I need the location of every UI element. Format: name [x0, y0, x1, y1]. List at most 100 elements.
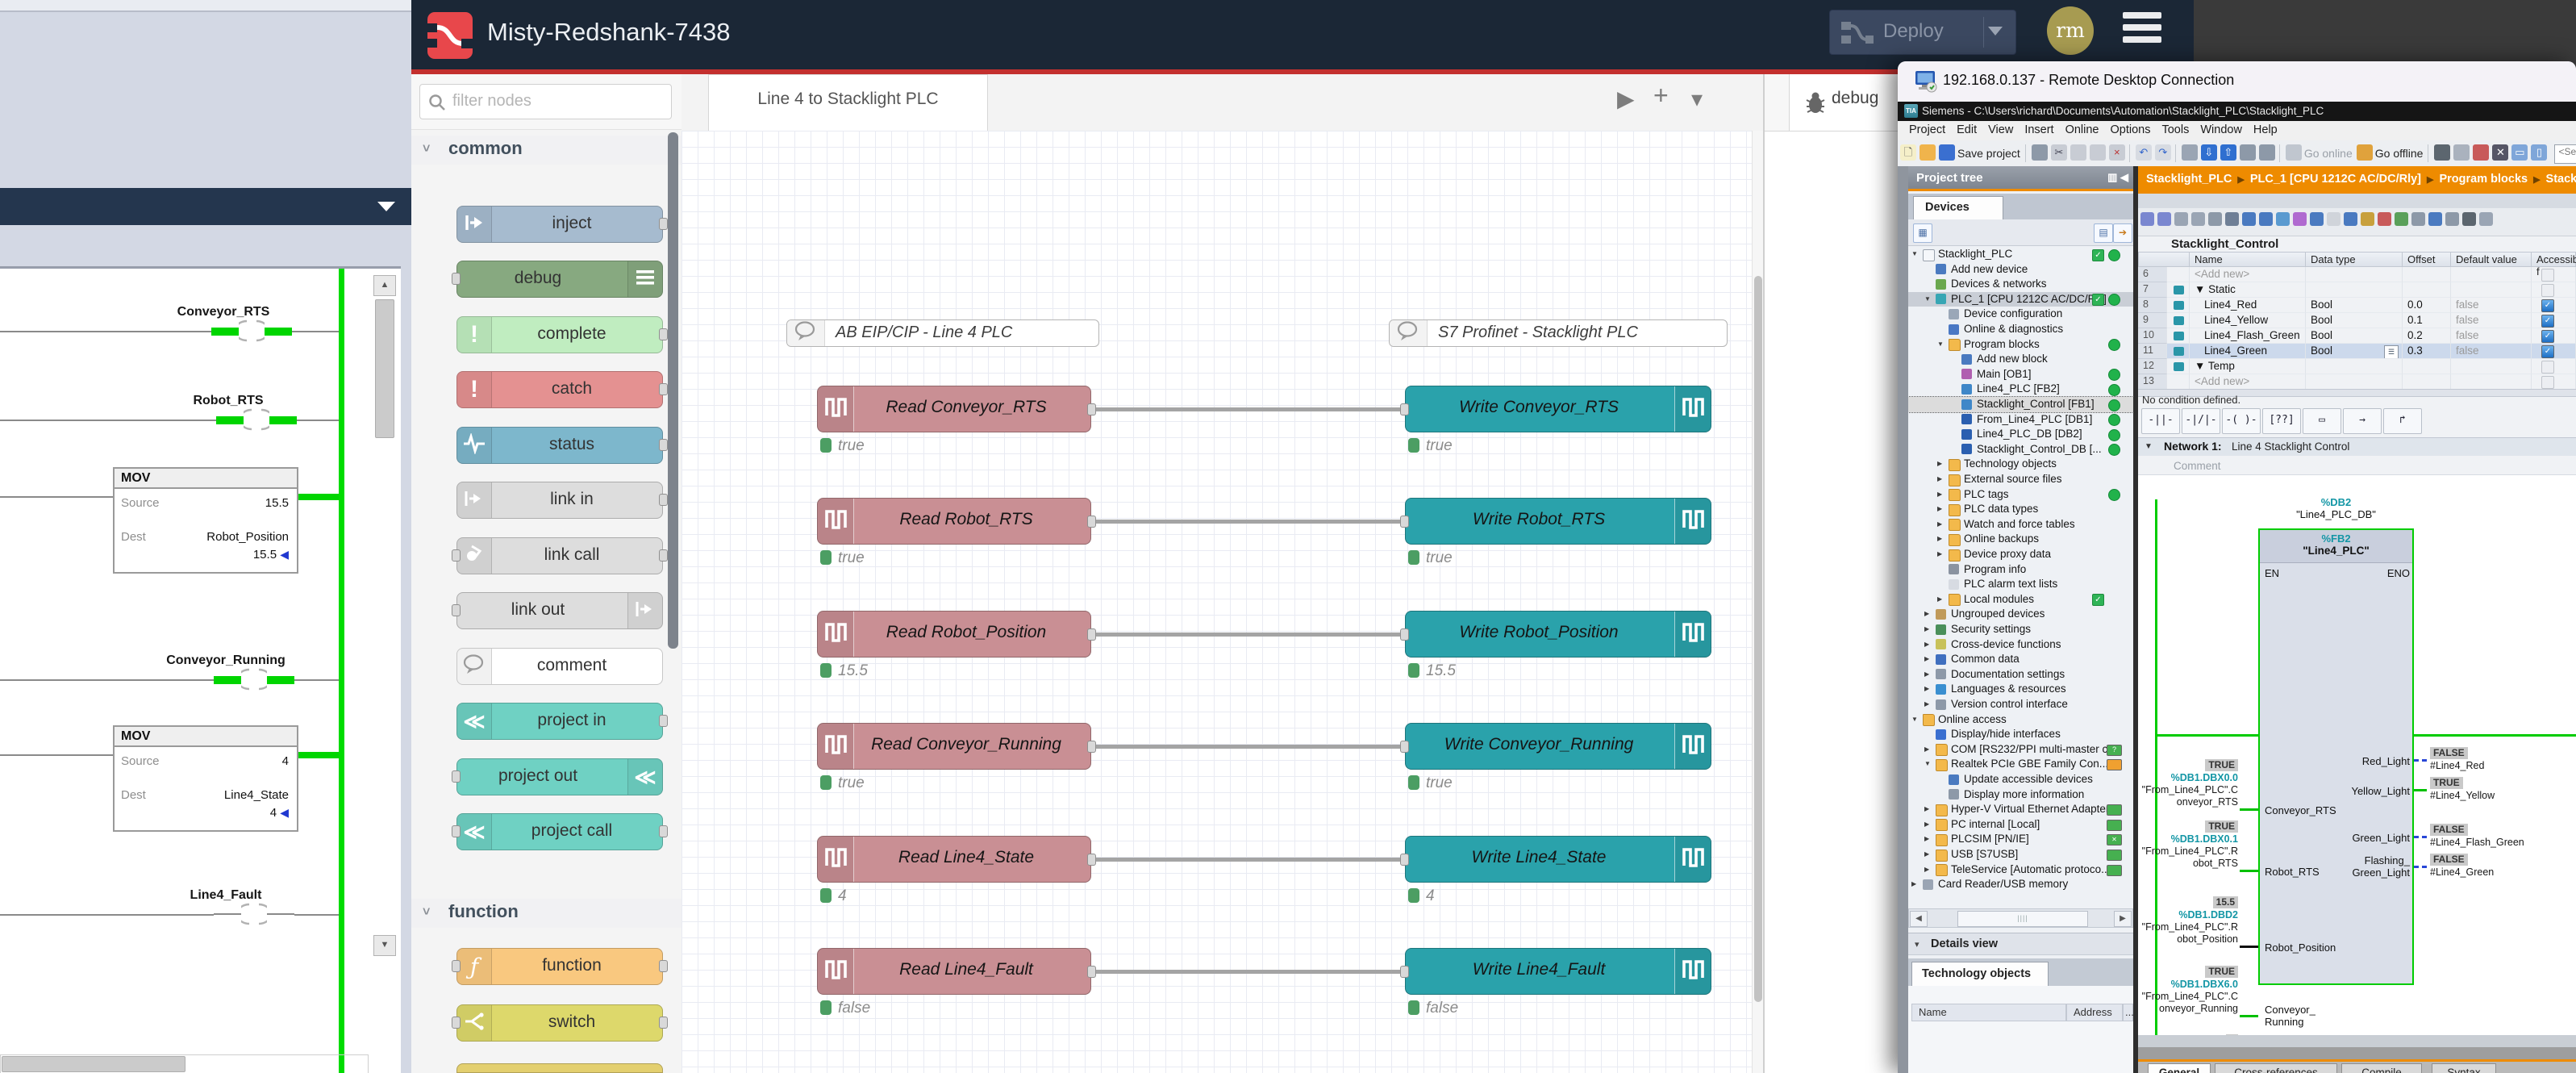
- lad-favorite-4[interactable]: ▭: [2303, 408, 2341, 434]
- editor-tool-icon-0[interactable]: [2140, 212, 2154, 226]
- tree-item-update-accessible-devices[interactable]: Update accessible devices: [1908, 772, 2133, 787]
- tag-dtype-cell[interactable]: [2306, 267, 2403, 282]
- tag-col-offset[interactable]: Offset: [2403, 252, 2451, 267]
- redo-icon[interactable]: ↷: [2155, 144, 2171, 161]
- collapse-arrow-icon[interactable]: [377, 202, 395, 211]
- scroll-left-icon[interactable]: ◀: [1910, 911, 1928, 927]
- tree-caret-icon[interactable]: ▶: [1937, 520, 1942, 528]
- network-comment[interactable]: Comment: [2174, 460, 2221, 472]
- tree-caret-icon[interactable]: ▶: [1924, 685, 1929, 692]
- palette-node-project-out[interactable]: ≪project out: [456, 758, 663, 795]
- tab-technology-objects[interactable]: Technology objects: [1911, 962, 2049, 986]
- tree-item-add-new-device[interactable]: Add new device: [1908, 262, 2133, 278]
- go-offline-icon[interactable]: [2357, 144, 2373, 161]
- output-operand-red_light[interactable]: FALSE#Line4_Red: [2430, 745, 2527, 772]
- delete-icon[interactable]: ×: [2109, 144, 2125, 161]
- accessible-checkbox[interactable]: [2541, 376, 2554, 389]
- input-operand-robot_rts[interactable]: TRUE%DB1.DBX0.1"From_Line4_PLC".Robot_RT…: [2141, 819, 2238, 870]
- tag-accessible-cell[interactable]: ✓: [2532, 313, 2576, 328]
- dtype-combo-icon[interactable]: ☰: [2384, 345, 2399, 359]
- editor-tool-icon-16[interactable]: [2411, 212, 2425, 226]
- tab-devices[interactable]: Devices: [1913, 196, 2003, 219]
- plc-programming-side-tab[interactable]: PLC programming: [1898, 166, 1908, 1073]
- tree-item-com-rs232-ppi-multi-master-c[interactable]: ▶COM [RS232/PPI multi-master c...?: [1908, 742, 2133, 758]
- details-view-header[interactable]: ▾ Details view: [1908, 933, 2133, 955]
- panel-header-icons[interactable]: ▥ ◀: [2107, 171, 2128, 184]
- tag-accessible-cell[interactable]: [2532, 374, 2576, 390]
- new-project-icon[interactable]: 🗋: [1900, 144, 1916, 161]
- tag-name-cell[interactable]: Line4_Red: [2190, 298, 2306, 313]
- editor-tool-icon-4[interactable]: [2208, 212, 2222, 226]
- editor-tool-icon-15[interactable]: [2395, 212, 2408, 226]
- save-project-button[interactable]: Save project: [1957, 147, 2020, 160]
- menu-help[interactable]: Help: [2253, 123, 2278, 136]
- add-flow-button[interactable]: +: [1653, 81, 1669, 111]
- breadcrumb[interactable]: Stacklight_PLC▶PLC_1 [CPU 1212C AC/DC/Rl…: [2138, 166, 2576, 194]
- tree-caret-icon[interactable]: ▶: [1924, 641, 1929, 648]
- main-menu-button[interactable]: [2123, 12, 2161, 51]
- menu-options[interactable]: Options: [2111, 123, 2151, 136]
- inspector-tab-compile[interactable]: Compile: [2341, 1063, 2422, 1073]
- tree-item-card-reader-usb-memory[interactable]: ▶Card Reader/USB memory: [1908, 877, 2133, 892]
- palette-node-function[interactable]: ƒfunction: [456, 948, 663, 985]
- menu-project[interactable]: Project: [1909, 123, 1945, 136]
- expand-project-icon[interactable]: ➔: [2113, 223, 2132, 243]
- palette-node-project-in[interactable]: ≪project in: [456, 703, 663, 740]
- accessible-checkbox[interactable]: ✓: [2541, 299, 2554, 312]
- flow-canvas[interactable]: AB EIP/CIP - Line 4 PLC S7 Profinet - Sta…: [682, 131, 1752, 1073]
- tree-item-security-settings[interactable]: ▶Security settings: [1908, 622, 2133, 637]
- split-v-icon[interactable]: ▯: [2531, 144, 2547, 161]
- palette-section-common[interactable]: ˅common: [411, 136, 682, 165]
- go-online-button[interactable]: Go online: [2304, 147, 2353, 160]
- window1-icon[interactable]: [2453, 144, 2470, 161]
- editor-tool-icon-3[interactable]: [2191, 212, 2205, 226]
- menu-view[interactable]: View: [1988, 123, 2013, 136]
- undo-icon[interactable]: ↶: [2136, 144, 2152, 161]
- menu-edit[interactable]: Edit: [1957, 123, 1977, 136]
- tree-item-teleservice-automatic-protoc[interactable]: ▶TeleService [Automatic protoco...: [1908, 862, 2133, 878]
- tree-view-icon[interactable]: ▦: [1913, 223, 1932, 243]
- node-read-robot_position[interactable]: Read Robot_Position: [817, 611, 1091, 658]
- tree-item-stacklight-plc[interactable]: ▼Stacklight_PLC✓: [1908, 247, 2133, 262]
- tree-caret-icon[interactable]: ▶: [1911, 880, 1916, 887]
- output-operand-green_light[interactable]: FALSE#Line4_Flash_Green: [2430, 822, 2527, 849]
- copy-icon[interactable]: [2070, 144, 2086, 161]
- inspector-tab-cross-references[interactable]: Cross-references: [2215, 1063, 2337, 1073]
- palette-node-partial[interactable]: [456, 1063, 663, 1073]
- palette-node-project-call[interactable]: ≪project call: [456, 813, 663, 850]
- tree-item-line4-plc-db-db2-[interactable]: Line4_PLC_DB [DB2]: [1908, 427, 2133, 442]
- tag-accessible-cell[interactable]: ✓: [2532, 328, 2576, 344]
- network-header[interactable]: ▼ Network 1: Line 4 Stacklight Control: [2138, 437, 2576, 456]
- tag-accessible-cell[interactable]: [2532, 359, 2576, 374]
- editor-tool-icon-11[interactable]: [2327, 212, 2340, 226]
- tree-caret-icon[interactable]: ▶: [1937, 491, 1942, 498]
- tree-caret-icon[interactable]: ▶: [1937, 535, 1942, 542]
- stop-rt-icon[interactable]: [2259, 144, 2275, 161]
- tree-caret-icon[interactable]: ▼: [1924, 295, 1931, 303]
- menu-insert[interactable]: Insert: [2024, 123, 2053, 136]
- tag-offset-cell[interactable]: [2403, 359, 2451, 374]
- tree-item-display-more-information[interactable]: Display more information: [1908, 787, 2133, 803]
- canvas-scrollbar[interactable]: [1752, 131, 1764, 1073]
- node-read-conveyor_rts[interactable]: Read Conveyor_RTS: [817, 386, 1091, 432]
- palette-node-complete[interactable]: !complete: [456, 316, 663, 353]
- tree-caret-icon[interactable]: ▶: [1924, 655, 1929, 662]
- comment-node[interactable]: S7 Profinet - Stacklight PLC: [1389, 319, 1728, 347]
- accessible-checkbox[interactable]: [2541, 284, 2554, 297]
- scroll-up-button[interactable]: ▲: [373, 275, 396, 296]
- tag-dtype-cell[interactable]: [2306, 282, 2403, 298]
- tree-item-common-data[interactable]: ▶Common data: [1908, 652, 2133, 667]
- tag-default-cell[interactable]: [2451, 374, 2532, 390]
- palette-node-debug[interactable]: debug: [456, 261, 663, 298]
- comment-node[interactable]: AB EIP/CIP - Line 4 PLC: [786, 319, 1099, 347]
- tag-dtype-cell[interactable]: [2306, 359, 2403, 374]
- go-offline-button[interactable]: Go offline: [2375, 147, 2424, 160]
- editor-tool-icon-6[interactable]: [2242, 212, 2256, 226]
- start-icon[interactable]: [2240, 144, 2256, 161]
- tag-offset-cell[interactable]: 0.2: [2403, 328, 2451, 344]
- scroll-right-icon[interactable]: ▶: [2114, 911, 2132, 927]
- tree-item-plc-data-types[interactable]: ▶PLC data types: [1908, 502, 2133, 517]
- tree-caret-icon[interactable]: ▶: [1924, 805, 1929, 812]
- breadcrumb-item[interactable]: Stacklight_PLC: [2146, 173, 2232, 186]
- lad-favorite-6[interactable]: ↱: [2383, 408, 2422, 434]
